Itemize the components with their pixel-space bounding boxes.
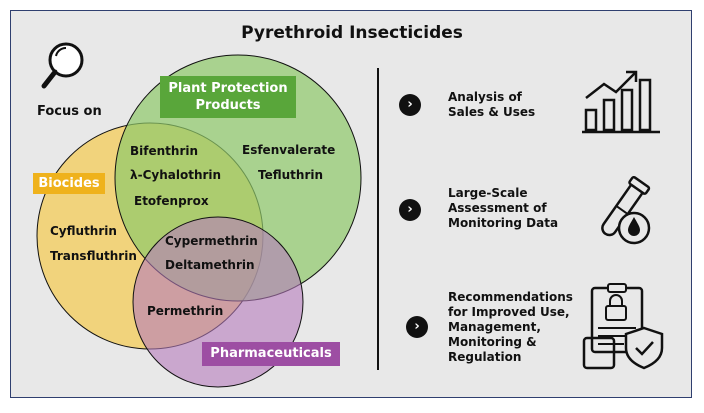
substance-bifenthrin: Bifenthrin xyxy=(130,144,199,158)
aim-1-line-1: Analysis of xyxy=(448,90,522,104)
figure-title: Pyrethroid Insecticides xyxy=(241,23,463,43)
aim-3-line-1: Recommendations xyxy=(448,290,573,304)
substance-permethrin: Permethrin xyxy=(147,304,224,318)
aim-1: Analysis of Sales & Uses xyxy=(448,90,535,120)
substance-lambda-cyhalothrin: λ-Cyhalothrin xyxy=(130,168,222,182)
substance-cypermethrin: Cypermethrin xyxy=(165,234,258,248)
aim-3-line-5: Regulation xyxy=(448,350,522,364)
substance-esfenvalerate: Esfenvalerate xyxy=(242,143,336,157)
plant-protection-line-2: Products xyxy=(195,98,261,113)
substance-cyfluthrin: Cyfluthrin xyxy=(50,224,117,238)
substance-tefluthrin: Tefluthrin xyxy=(258,168,324,182)
divider-line xyxy=(377,68,379,370)
document-shield-icon xyxy=(582,283,664,370)
aim-3-line-2: for Improved Use, xyxy=(448,305,570,319)
plant-protection-tag: Plant Protection Products xyxy=(160,76,296,118)
chevron-right-icon: › xyxy=(406,316,428,338)
pharmaceuticals-tag: Pharmaceuticals xyxy=(202,342,340,366)
substance-deltamethrin: Deltamethrin xyxy=(165,258,255,272)
aim-2: Large-Scale Assessment of Monitoring Dat… xyxy=(448,186,558,231)
magnifier-icon xyxy=(41,42,84,89)
substance-etofenprox: Etofenprox xyxy=(134,194,209,208)
bar-chart-icon xyxy=(582,70,660,134)
aim-2-line-1: Large-Scale xyxy=(448,186,528,200)
chevron-right-icon: › xyxy=(399,199,421,221)
aim-2-line-3: Monitoring Data xyxy=(448,216,559,230)
aim-3-line-3: Management, xyxy=(448,320,541,334)
substance-transfluthrin: Transfluthrin xyxy=(50,249,137,263)
aim-3: Recommendations for Improved Use, Manage… xyxy=(448,290,573,365)
plant-protection-line-1: Plant Protection xyxy=(168,81,288,96)
focus-label: Focus on xyxy=(37,104,102,119)
aim-3-line-4: Monitoring & xyxy=(448,335,537,349)
chevron-right-icon: › xyxy=(399,94,421,116)
aim-2-line-2: Assessment of xyxy=(448,201,547,215)
aim-1-line-2: Sales & Uses xyxy=(448,105,536,119)
biocides-tag: Biocides xyxy=(33,173,105,194)
test-tube-icon xyxy=(601,175,651,245)
